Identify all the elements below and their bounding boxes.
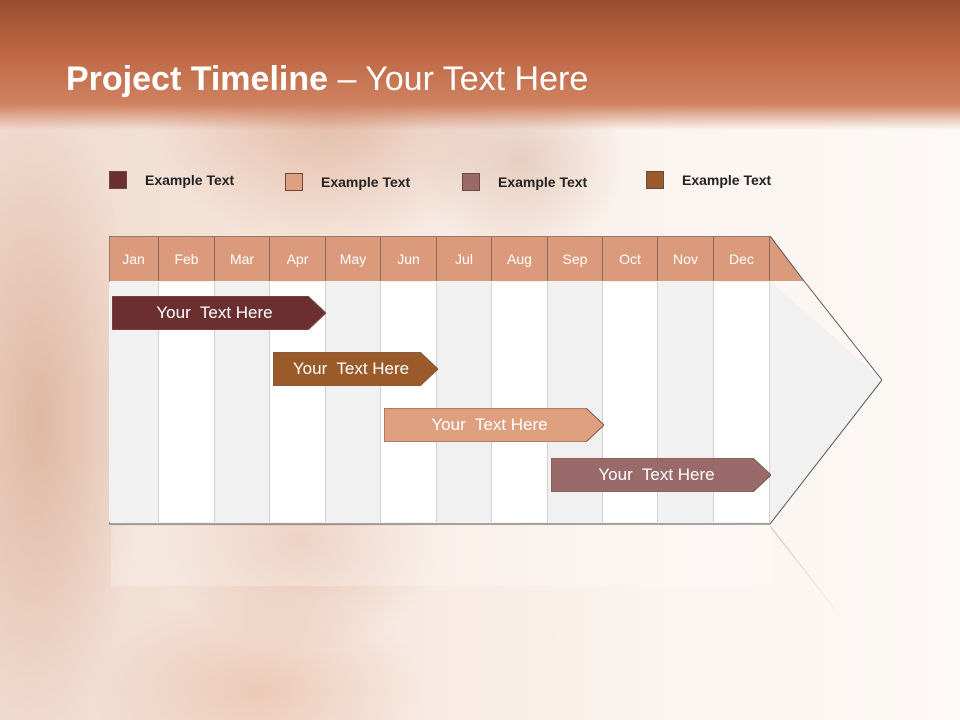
task-bar-4: Your Text Here xyxy=(551,458,771,492)
month-label-sep: Sep xyxy=(548,237,603,281)
task-label-1: Your Text Here xyxy=(156,303,273,322)
page-title: Project Timeline – Your Text Here xyxy=(66,60,588,99)
month-label-mar: Mar xyxy=(215,237,270,281)
legend-item-1: Example Text xyxy=(109,170,234,190)
month-label-apr: Apr xyxy=(270,237,326,281)
month-label-oct: Oct xyxy=(603,237,658,281)
month-label-jul: Jul xyxy=(437,237,492,281)
legend-swatch-4 xyxy=(646,171,664,189)
month-label-aug: Aug xyxy=(492,237,548,281)
month-column-aug xyxy=(492,282,548,522)
header-band xyxy=(0,0,960,130)
title-bold: Project Timeline xyxy=(66,60,329,98)
timeline-reflection xyxy=(109,526,845,636)
title-rest: – Your Text Here xyxy=(328,60,589,98)
task-bar-2: Your Text Here xyxy=(273,352,438,386)
month-label-dec: Dec xyxy=(714,237,770,281)
month-column-jun xyxy=(381,282,437,522)
legend-item-3: Example Text xyxy=(462,172,587,192)
legend-item-2: Example Text xyxy=(285,172,410,192)
month-column-may xyxy=(326,282,381,522)
legend-swatch-3 xyxy=(462,173,480,191)
legend-swatch-1 xyxy=(109,171,127,189)
task-label-2: Your Text Here xyxy=(292,359,410,378)
timeline-header-band xyxy=(109,236,804,281)
legend-label-1: Example Text xyxy=(145,172,235,188)
month-label-may: May xyxy=(326,237,381,281)
task-bar-3: Your Text Here xyxy=(384,408,604,442)
task-label-3: Your Text Here xyxy=(431,415,548,434)
legend-item-4: Example Text xyxy=(646,170,771,190)
month-label-feb: Feb xyxy=(159,237,215,281)
month-label-jan: Jan xyxy=(109,237,159,281)
legend-label-4: Example Text xyxy=(682,172,772,188)
task-bar-1: Your Text Here xyxy=(112,296,326,330)
month-label-nov: Nov xyxy=(658,237,714,281)
legend-label-3: Example Text xyxy=(498,174,588,190)
legend-label-2: Example Text xyxy=(321,174,411,190)
month-label-jun: Jun xyxy=(381,237,437,281)
month-column-jul xyxy=(437,282,492,522)
legend-swatch-2 xyxy=(285,173,303,191)
task-label-4: Your Text Here xyxy=(598,465,715,484)
